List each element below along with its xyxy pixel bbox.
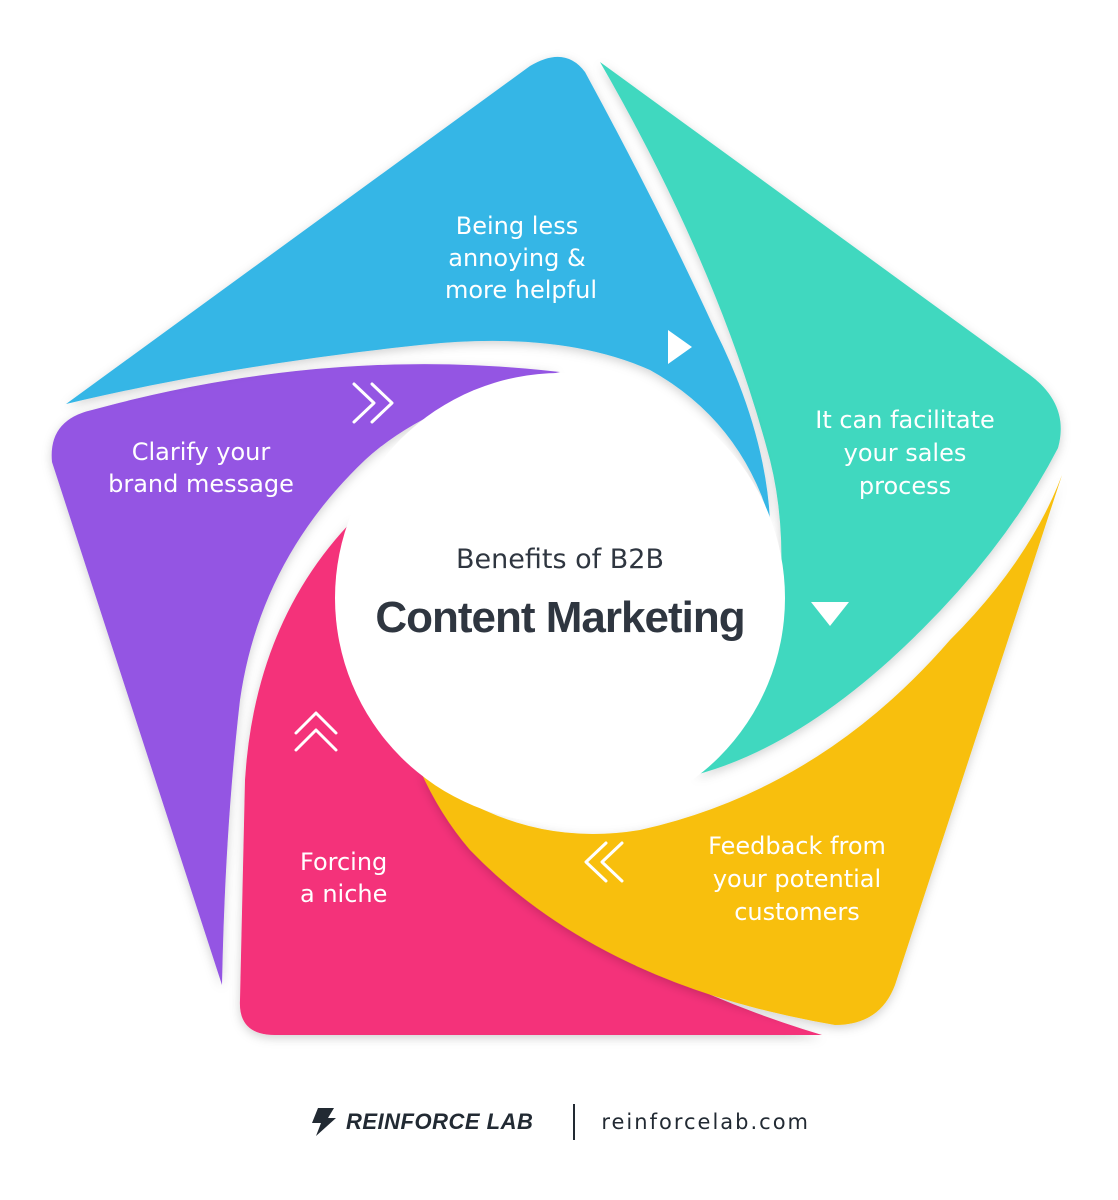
center-circle: [335, 373, 785, 823]
center-title: Content Marketing: [375, 593, 744, 642]
footer-divider: [573, 1104, 576, 1140]
label-pink: Forcing a niche: [300, 848, 387, 908]
double-chevron-up-icon: [294, 711, 338, 752]
svg-text:brand message: brand message: [108, 470, 294, 498]
svg-text:Being less: Being less: [456, 212, 578, 240]
svg-text:It can facilitate: It can facilitate: [815, 406, 995, 434]
segment-teal: [600, 62, 1061, 775]
label-blue: Being less annoying & more helpful: [445, 212, 597, 304]
segment-blue: [66, 56, 770, 520]
website-url: reinforcelab.com: [601, 1110, 811, 1134]
svg-text:Forcing: Forcing: [300, 848, 387, 876]
segment-yellow: [420, 475, 1062, 1025]
segment-purple: [51, 364, 561, 986]
svg-text:customers: customers: [734, 898, 860, 926]
svg-text:Clarify your: Clarify your: [132, 438, 271, 466]
segment-pink: [239, 518, 822, 1035]
svg-text:your potential: your potential: [713, 865, 881, 893]
svg-text:your sales: your sales: [844, 439, 967, 467]
footer: REINFORCE LAB reinforcelab.com: [0, 1092, 1118, 1152]
svg-text:process: process: [859, 472, 951, 500]
label-teal: It can facilitate your sales process: [815, 406, 995, 500]
svg-text:Feedback from: Feedback from: [708, 832, 886, 860]
double-chevron-left-icon: [584, 841, 624, 883]
play-triangle-down-icon: [811, 602, 849, 626]
brand-name: REINFORCE LAB: [345, 1109, 534, 1134]
svg-text:a niche: a niche: [300, 880, 387, 908]
svg-text:annoying &: annoying &: [448, 244, 585, 272]
play-triangle-right-icon: [668, 330, 692, 364]
svg-text:more helpful: more helpful: [445, 276, 597, 304]
label-purple: Clarify your brand message: [108, 438, 294, 498]
center-subtitle: Benefits of B2B: [456, 544, 664, 575]
label-yellow: Feedback from your potential customers: [708, 832, 886, 926]
double-chevron-right-icon: [352, 382, 394, 424]
brand-logo: REINFORCE LAB: [308, 1106, 533, 1138]
lightning-bolt-logo-icon: [311, 1108, 336, 1136]
